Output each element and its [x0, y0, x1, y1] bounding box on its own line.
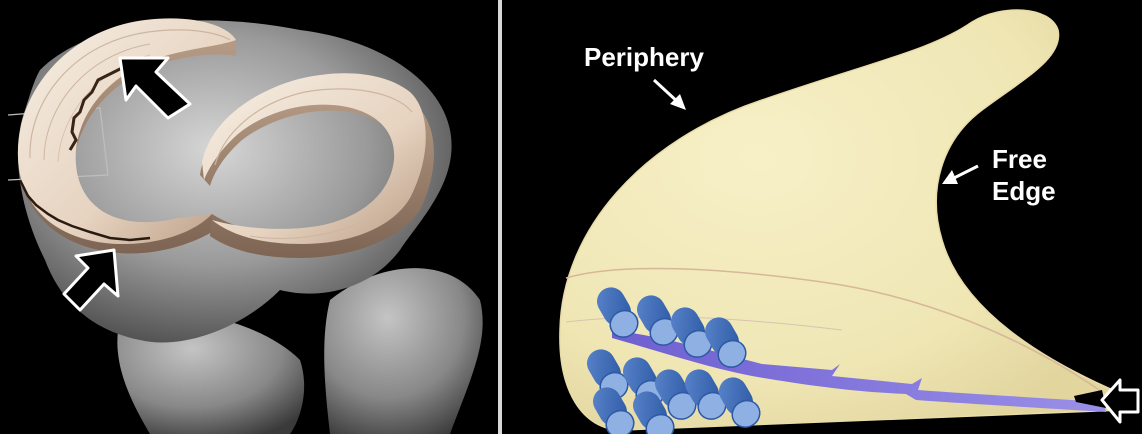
free-edge-label-line2: Edge	[992, 176, 1056, 206]
free-edge-label-line1: Free	[992, 144, 1047, 174]
meniscus-cross-section-panel: Periphery Free Edge	[502, 0, 1142, 434]
knee-3d-render-panel	[0, 0, 498, 434]
periphery-pointer-arrow-icon	[654, 80, 686, 110]
knee-3d-render	[0, 0, 498, 434]
meniscus-cross-section: Periphery Free Edge	[502, 0, 1142, 434]
periphery-label: Periphery	[584, 42, 704, 72]
free-edge-pointer-arrow-icon	[942, 166, 978, 184]
fibula-bone	[324, 268, 482, 434]
arrow-icon	[1102, 380, 1138, 422]
